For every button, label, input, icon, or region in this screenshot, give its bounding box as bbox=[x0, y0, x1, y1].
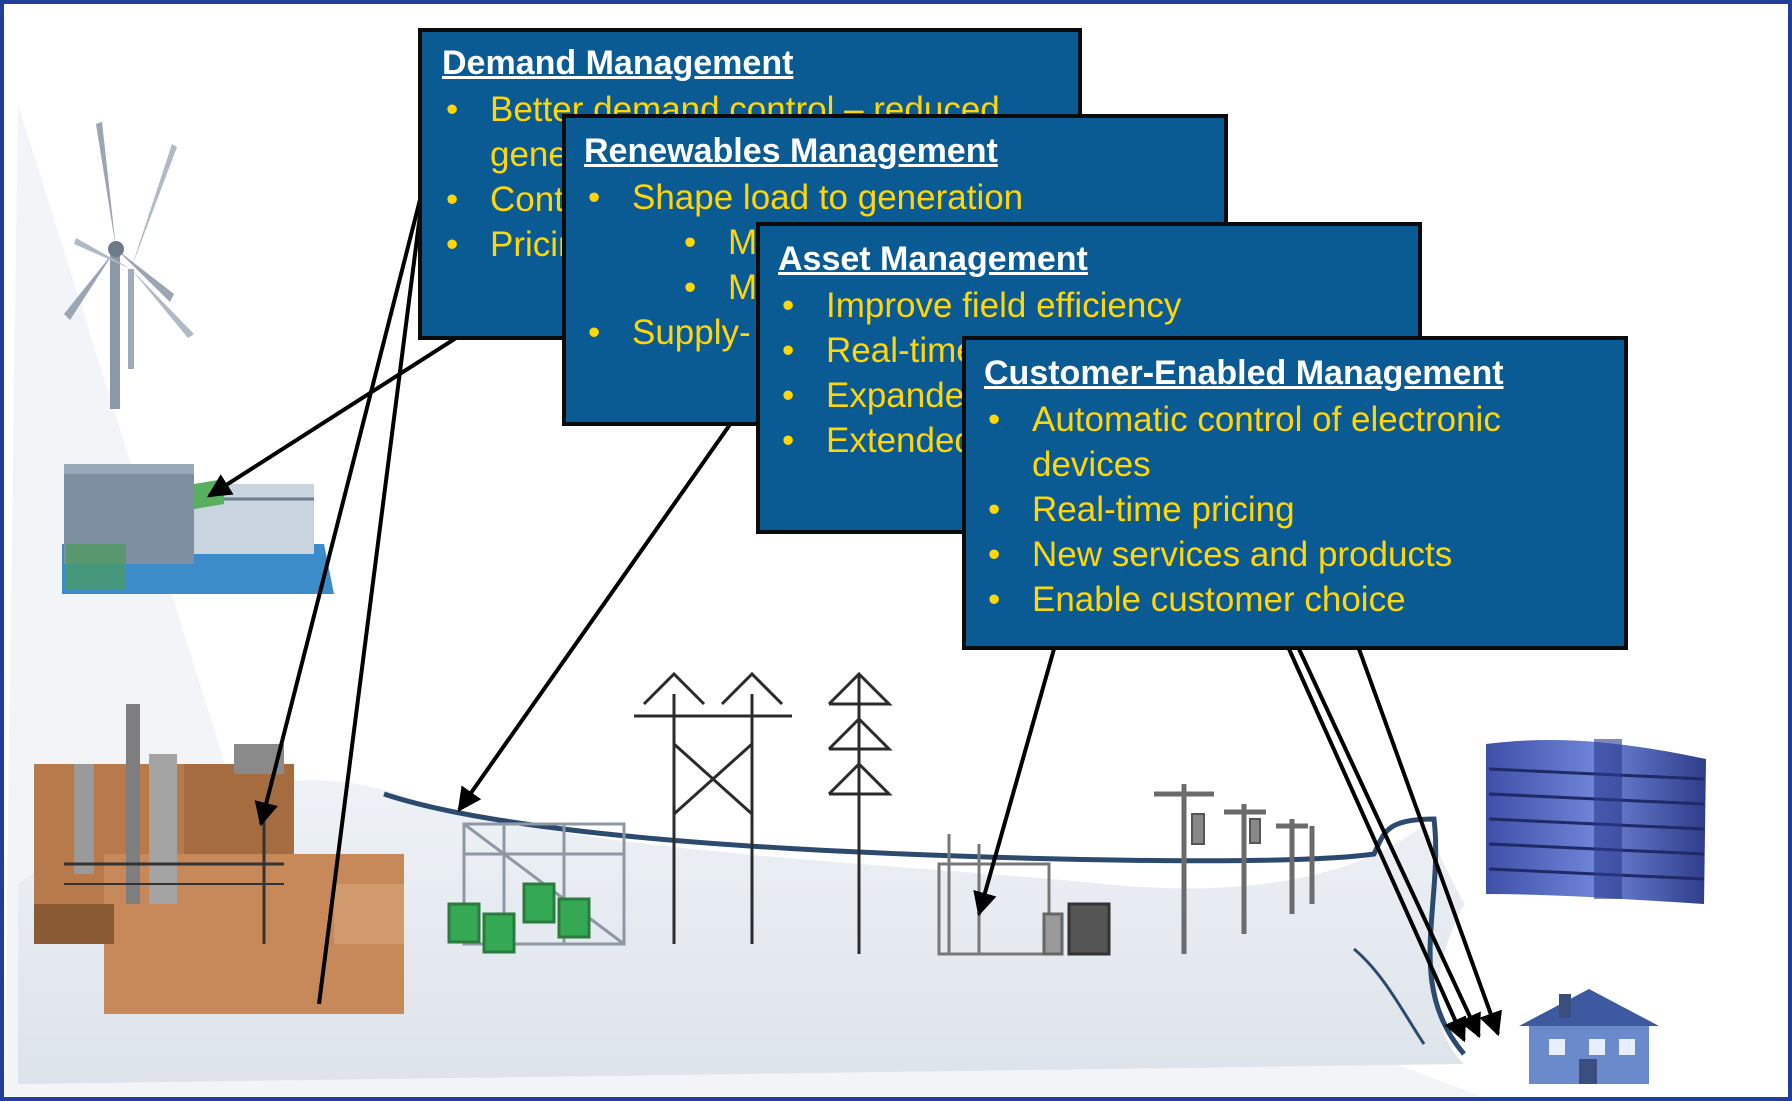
house-icon bbox=[1519, 989, 1659, 1084]
box-title: Asset Management bbox=[778, 240, 1088, 278]
arrow-demand-to-wind bbox=[317, 183, 426, 1005]
box-title: Renewables Management bbox=[584, 132, 998, 170]
box-title: Demand Management bbox=[442, 44, 794, 82]
box-bullet: Shape load to generation bbox=[584, 175, 1206, 220]
substation-icon bbox=[447, 822, 626, 954]
wind-turbine-icon bbox=[64, 122, 194, 409]
customer-enabled-management-box: Customer-Enabled Management Automatic co… bbox=[962, 336, 1628, 650]
box-title: Customer-Enabled Management bbox=[984, 354, 1504, 392]
power-plant-icon bbox=[34, 704, 404, 1014]
arrow-demand-to-plant bbox=[254, 183, 426, 827]
box-bullet: Expanded bbox=[778, 373, 1400, 418]
box-bullet: Automatic control of electronic devices bbox=[984, 397, 1606, 487]
box-bullet: Real-time bbox=[778, 328, 1400, 373]
arrow-customer-to-house-2 bbox=[1297, 648, 1481, 1039]
arrow-customer-to-house-3 bbox=[1357, 648, 1502, 1037]
box-bullet: Improve field efficiency bbox=[778, 283, 1400, 328]
hydro-dam-icon bbox=[62, 464, 334, 594]
arrow-customer-to-house-1 bbox=[1287, 648, 1467, 1043]
box-bullet: New services and products bbox=[984, 532, 1606, 577]
box-bullet: Enable customer choice bbox=[984, 577, 1606, 622]
arrow-asset-to-substation bbox=[457, 377, 764, 812]
box-sub-bullet: M bbox=[584, 265, 1206, 310]
box-bullet: Extended bbox=[778, 418, 1400, 463]
box-bullet: Real-time pricing bbox=[984, 487, 1606, 532]
grid-illustration bbox=[4, 104, 1706, 1097]
connector-arrows bbox=[206, 183, 1502, 1043]
transmission-tower-icon bbox=[634, 671, 893, 954]
power-line bbox=[383, 791, 1466, 1056]
arrow-customer-to-distribution bbox=[973, 648, 1056, 917]
box-sub-bullet: M bbox=[584, 220, 1206, 265]
utility-pole-icon bbox=[1154, 784, 1315, 954]
box-bullet: Supply- bbox=[584, 310, 1206, 355]
office-building-icon bbox=[1486, 739, 1706, 904]
